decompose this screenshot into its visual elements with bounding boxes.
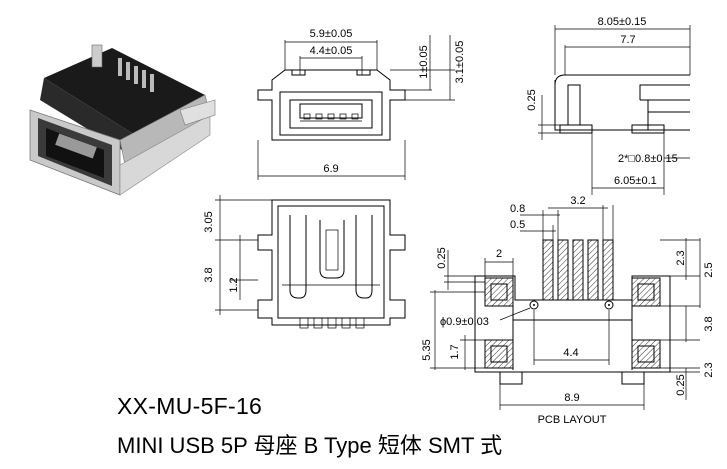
dim-top-small: 1.2: [228, 277, 240, 292]
pcb-layout: 0.8 0.5 3.2 2 0.25 ϕ0.9±0.03 5.35 1.7 4.…: [421, 195, 715, 426]
dim-pcb-top-gap: 0.25: [436, 247, 448, 268]
dim-pcb-span: 3.2: [570, 195, 585, 207]
dim-pcb-pad-width: 0.5: [510, 219, 525, 231]
dim-pcb-right-top-small: 2.3: [675, 250, 687, 265]
product-photo: [29, 44, 216, 196]
side-view: 8.05±0.15 7.7 0.25 2*□0.8±0.15 6.05±0.1: [526, 16, 691, 195]
dim-pcb-left-small: 1.7: [449, 344, 461, 359]
dim-side-post-spacing: 6.05±0.1: [614, 175, 657, 187]
dim-side-post: 2*□0.8±0.15: [618, 153, 678, 165]
top-view: 3.05 3.8 1.2: [203, 195, 406, 329]
dim-pcb-left-height: 5.35: [421, 339, 433, 360]
pcb-layout-label: PCB LAYOUT: [538, 414, 607, 426]
dim-pcb-right-mid: 3.8: [703, 316, 715, 331]
dim-pcb-left-pad: 2: [496, 248, 502, 260]
dim-top-upper: 3.05: [203, 211, 215, 232]
dim-pcb-bottom-width: 8.9: [564, 392, 579, 404]
dim-pcb-right-top-large: 2.5: [703, 262, 715, 277]
dim-side-body-length: 7.7: [620, 34, 635, 46]
dim-front-inner-width: 4.4±0.05: [310, 45, 353, 57]
part-description: MINI USB 5P 母座 B Type 短体 SMT 式: [117, 433, 503, 458]
dim-pcb-right-bottom-small: 0.25: [675, 374, 687, 395]
dim-front-bottom-width: 6.9: [323, 163, 338, 175]
dim-pcb-hole-spacing: 4.4: [563, 347, 578, 359]
dim-pcb-hole: ϕ0.9±0.03: [440, 316, 489, 328]
dim-front-outer-width: 5.9±0.05: [310, 28, 353, 40]
dim-pcb-pitch: 0.8: [510, 203, 525, 215]
dim-side-total-length: 8.05±0.15: [598, 16, 647, 28]
front-view: 5.9±0.05 4.4±0.05 6.9 1±0.05 3.1±0.05: [257, 28, 466, 180]
dim-side-leg-height: 0.25: [526, 89, 538, 110]
dim-pcb-right-bottom: 2.3: [703, 362, 715, 377]
part-number-title: XX-MU-5F-16: [117, 393, 263, 419]
dim-front-small-height: 1±0.05: [418, 45, 430, 79]
dim-top-mid: 3.8: [203, 267, 215, 282]
dim-front-large-height: 3.1±0.05: [454, 41, 466, 84]
